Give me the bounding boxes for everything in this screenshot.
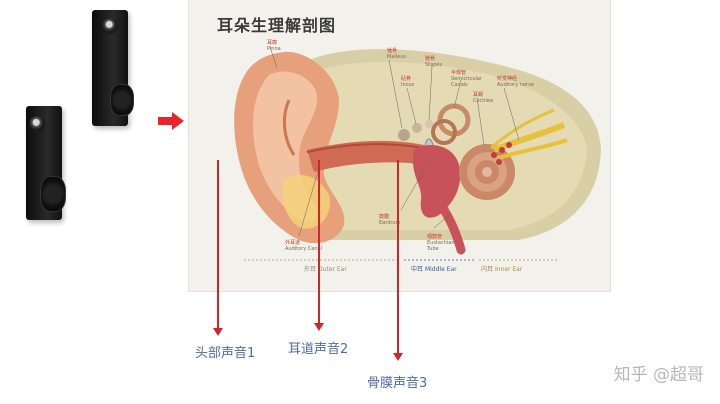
arrowhead-down-icon	[393, 353, 403, 361]
diagram-title: 耳朵生理解剖图	[217, 16, 337, 35]
section-outer-ear: 外耳 Outer Ear	[304, 266, 347, 273]
speaker-woofer	[40, 176, 66, 212]
arrowhead-down-icon	[314, 323, 324, 331]
arrow-right-icon	[158, 112, 184, 130]
ear-illustration	[234, 46, 601, 261]
indicator-line-head	[217, 160, 219, 330]
arrowhead-down-icon	[213, 328, 223, 336]
speaker-short	[26, 106, 66, 220]
indicator-line-canal	[318, 160, 320, 325]
caption-membrane-sound: 骨膜声音3	[367, 376, 428, 391]
speaker-tall	[92, 10, 134, 126]
watermark: 知乎 @超哥	[613, 365, 704, 385]
indicator-line-membrane	[397, 160, 399, 355]
speaker-woofer	[110, 84, 134, 116]
caption-canal-sound: 耳道声音2	[288, 342, 349, 357]
section-inner-ear: 内耳 Inner Ear	[481, 266, 523, 273]
section-middle-ear: 中耳 Middle Ear	[411, 266, 457, 273]
caption-head-sound: 头部声音1	[195, 346, 256, 361]
speaker-tweeter	[29, 116, 45, 132]
speaker-tweeter	[102, 18, 118, 34]
